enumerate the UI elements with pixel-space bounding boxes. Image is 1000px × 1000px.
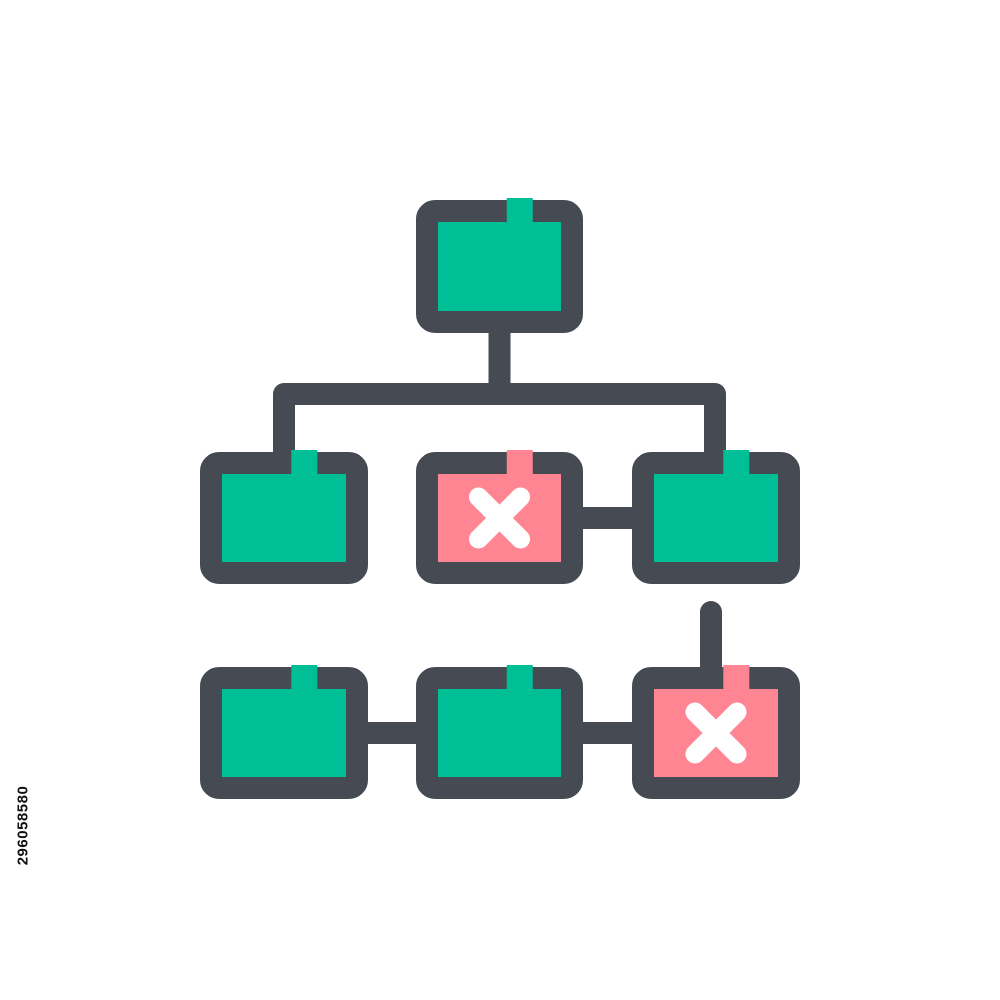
folder-icon	[632, 450, 800, 584]
folder-tab-gap	[723, 665, 750, 691]
folder-tab-gap	[506, 198, 533, 224]
folder-icon	[416, 665, 583, 799]
error-cross-icon	[469, 487, 530, 549]
error-cross-icon	[685, 702, 747, 764]
folder-box	[416, 200, 583, 333]
folder-tab-gap	[291, 450, 318, 476]
stock-id-text: 296058580	[14, 785, 32, 865]
folder-box	[200, 452, 368, 584]
folder-icon	[416, 198, 583, 333]
folder-error-icon	[632, 665, 800, 799]
hierarchy-connector	[488, 311, 726, 474]
stock-id-label: 296058580	[0, 750, 46, 900]
folder-box	[416, 667, 583, 799]
folder-error-icon	[416, 450, 583, 584]
folder-tab-gap	[291, 665, 318, 691]
folder-box	[632, 452, 800, 584]
folder-icon	[200, 665, 368, 799]
folder-box	[200, 667, 368, 799]
nodes	[200, 198, 800, 799]
folder-icon	[200, 450, 368, 584]
hierarchy-connector	[273, 311, 511, 474]
folder-tab-gap	[723, 450, 750, 476]
folder-tab-gap	[506, 665, 533, 691]
connectors	[273, 311, 726, 744]
folder-tab-gap	[506, 450, 533, 476]
